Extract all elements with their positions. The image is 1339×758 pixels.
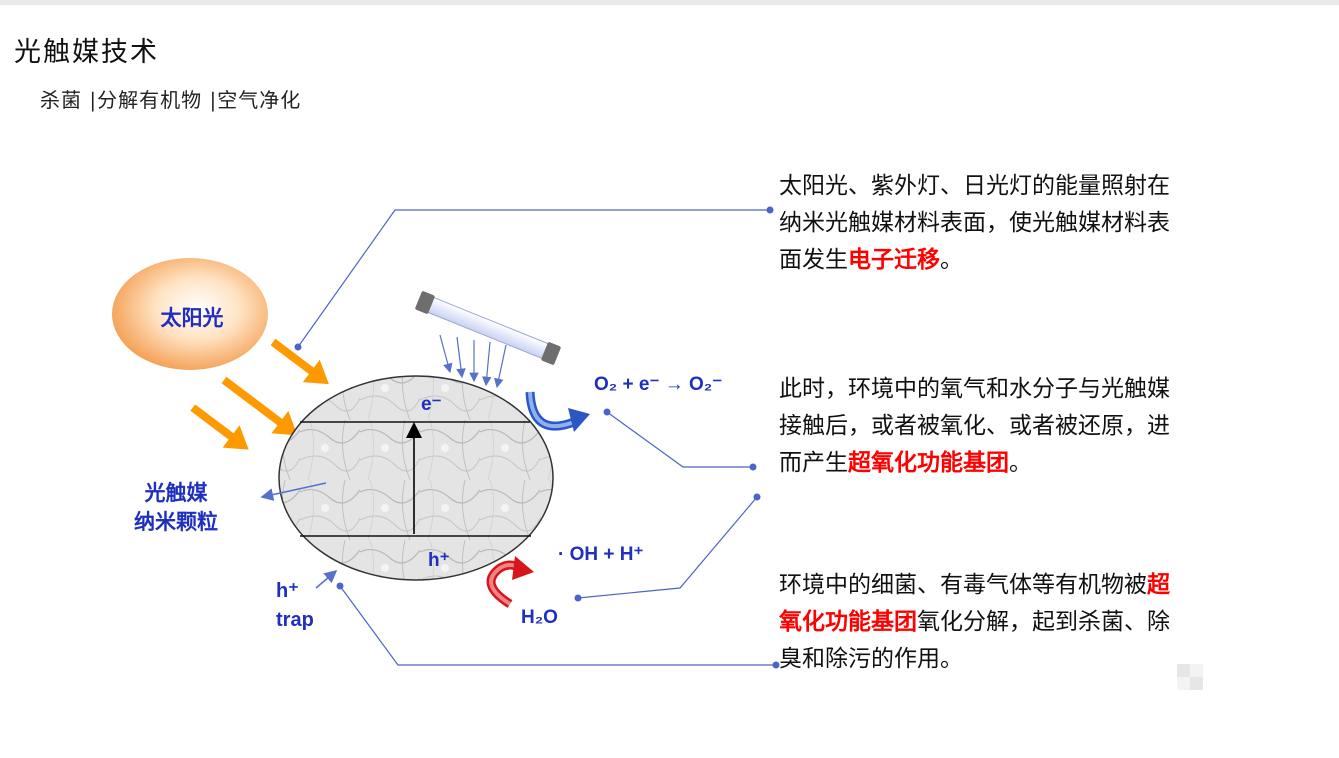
highlight-term: 超氧化功能基团 [848,450,1009,476]
hole-label: h⁺ [428,550,450,571]
particle-pointer-arrow [260,482,327,501]
oxidation-product: · OH + H⁺ [558,544,644,565]
uv-lamp-icon [415,291,561,365]
description-light-energy: 太阳光、紫外灯、日光灯的能量照射在纳米光触媒材料表面，使光触媒材料表面发生电子迁… [779,168,1179,279]
top-bar [0,0,1339,5]
sunlight-arrow [221,376,298,436]
highlight-term: 电子迁移 [848,247,940,273]
leader-line-reduction [606,411,753,468]
leader-dots [294,206,780,669]
particle-label-line2: 纳米颗粒 [134,510,218,534]
trap-arrow [315,569,338,589]
reduction-curved-arrow [525,391,590,432]
description-reaction: 此时，环境中的氧气和水分子与光触媒接触后，或者被氧化、或者被还原，进而产生超氧化… [779,371,1179,482]
sunlight-arrow [190,404,249,450]
description-text: 氧化分解，起到杀菌、除臭和除污的作用。 [779,609,1170,672]
trap-label-line2: trap [276,609,314,631]
uv-rays [439,334,507,389]
sunlight-arrow [270,338,329,385]
particle-label-line1: 光触媒 [144,481,209,505]
oxidation-curved-arrow [486,556,534,608]
sun-circle [112,258,268,370]
trap-label-line1: h⁺ [276,580,299,602]
leader-line-trap [339,585,776,666]
page-subtitle: 杀菌 |分解有机物 |空气净化 [40,88,302,112]
watermark-icon [1177,664,1203,690]
reduction-equation: O₂ + e⁻ → O₂⁻ [594,374,722,395]
description-text: 太阳光、紫外灯、日光灯的能量照射在纳米光触媒材料表面，使光触媒材料表面发生 [779,173,1170,273]
sunlight-arrows [190,338,329,450]
leader-lines [297,209,776,666]
nanoparticle [278,375,554,581]
description-decomposition: 环境中的细菌、有毒气体等有机物被超氧化功能基团氧化分解，起到杀菌、除臭和除污的作… [779,567,1179,678]
page-title: 光触媒技术 [14,37,159,68]
leader-line-oxidation [577,496,758,599]
water-label: H₂O [521,607,558,628]
highlight-term: 超氧化功能基团 [779,572,1170,635]
sun-label: 太阳光 [161,307,224,330]
description-text: 此时，环境中的氧气和水分子与光触媒接触后，或者被氧化、或者被还原，进而产生 [779,376,1170,476]
leader-line-light [297,209,770,348]
electron-label: e⁻ [421,394,442,415]
description-text: 环境中的细菌、有毒气体等有机物被 [779,572,1147,598]
description-text: 。 [940,247,963,273]
description-text: 。 [1009,450,1032,476]
